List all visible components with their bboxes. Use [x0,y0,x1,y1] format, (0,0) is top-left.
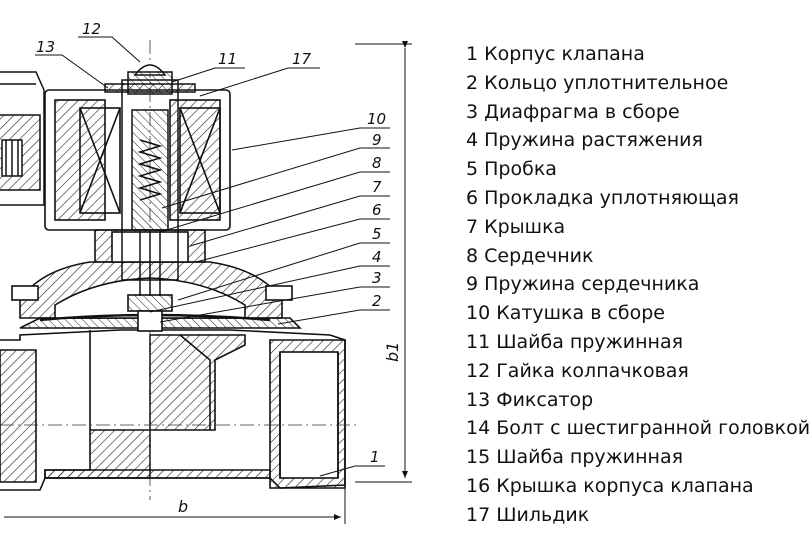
legend-item: 2 Кольцо уплотнительное [466,71,729,94]
callout-13: 13 [36,38,55,56]
cap-nut [104,64,196,95]
callout-17: 17 [292,50,312,68]
core-tube [121,79,179,296]
dimension-b-label: b [178,497,188,516]
legend-item: 11 Шайба пружинная [466,330,684,353]
parts-legend: 1 Корпус клапана 2 Кольцо уплотнительное… [466,40,810,530]
callout-2: 2 [372,292,382,310]
legend-item: 8 Сердечник [466,244,594,267]
legend-item: 6 Прокладка уплотняющая [466,186,739,209]
callout-12: 12 [82,20,101,38]
callout-11: 11 [218,50,237,68]
callout-7: 7 [372,178,382,196]
callout-1: 1 [370,448,380,466]
legend-item: 16 Крышка корпуса клапана [466,474,754,497]
legend-item: 1 Корпус клапана [466,43,645,65]
dimension-lines [4,41,412,524]
legend-item: 9 Пружина сердечника [466,273,700,296]
callout-4: 4 [372,248,382,266]
legend-item: 14 Болт с шестигранной головкой [466,417,810,440]
valve-body [0,317,346,491]
callout-10: 10 [367,110,386,128]
legend-item: 17 Шильдик [466,503,590,526]
legend-item: 15 Шайба пружинная [466,446,684,469]
legend-item: 7 Крышка [466,215,566,238]
callout-5: 5 [372,225,382,243]
valve-cover [11,261,293,332]
legend-item: 12 Гайка колпачковая [466,359,689,382]
legend-item: 10 Катушка в сборе [466,302,665,325]
dimension-b1-label: b1 [383,342,402,362]
callout-6: 6 [372,201,382,219]
callout-3: 3 [372,269,382,287]
connector-box [0,71,45,206]
legend-item: 5 Пробка [466,158,557,181]
callout-9: 9 [372,131,382,149]
leader-lines [35,36,390,477]
callout-8: 8 [372,154,382,172]
valve-section-drawing: 12 13 11 17 10 9 8 7 6 5 4 3 2 1 b b1 [0,20,412,524]
legend-item: 13 Фиксатор [466,388,594,411]
legend-item: 4 Пружина растяжения [466,129,703,152]
legend-item: 3 Диафрагма в сборе [466,100,680,123]
